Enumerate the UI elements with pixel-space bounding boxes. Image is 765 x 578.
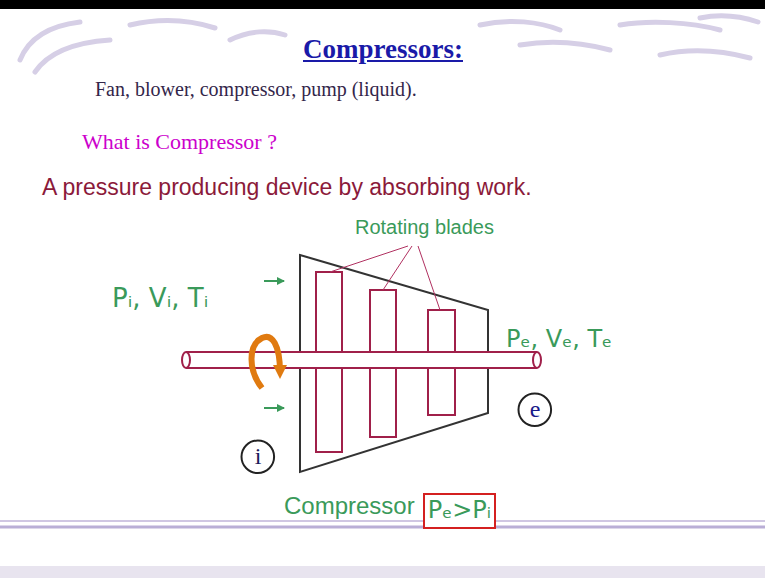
leader-line [330,246,440,310]
top-bar [0,0,765,9]
pressure-condition: Pₑ>Pᵢ [423,493,496,529]
question-text: What is Compressor ? [82,129,277,154]
shaft [182,352,541,368]
inlet-state: Pᵢ, Vᵢ, Tᵢ [112,284,208,314]
inlet-marker: i [240,439,276,475]
exit-marker: e [517,392,553,428]
definition-text: A pressure producing device by absorbing… [42,174,532,200]
device-list: Fan, blower, compressor, pump (liquid). [95,78,417,101]
node-text: Pₑ>Pᵢ [428,497,491,525]
bottom-band [0,566,765,578]
flow-arrow [264,281,284,408]
slide-title: Compressors: [303,34,463,65]
rotation-arrow [252,337,281,388]
node-text: e [530,396,541,424]
part-label: Rotating blades [355,216,494,239]
marker-circle-outline [242,441,275,474]
marker-circle-outline [519,394,552,427]
footer-line [0,526,765,529]
decor-swirls [20,16,758,72]
exit-state: Pₑ, Vₑ, Tₑ [506,326,612,354]
device-caption: Compressor [284,492,415,520]
footer-line [0,520,765,522]
node-text: i [255,443,262,471]
